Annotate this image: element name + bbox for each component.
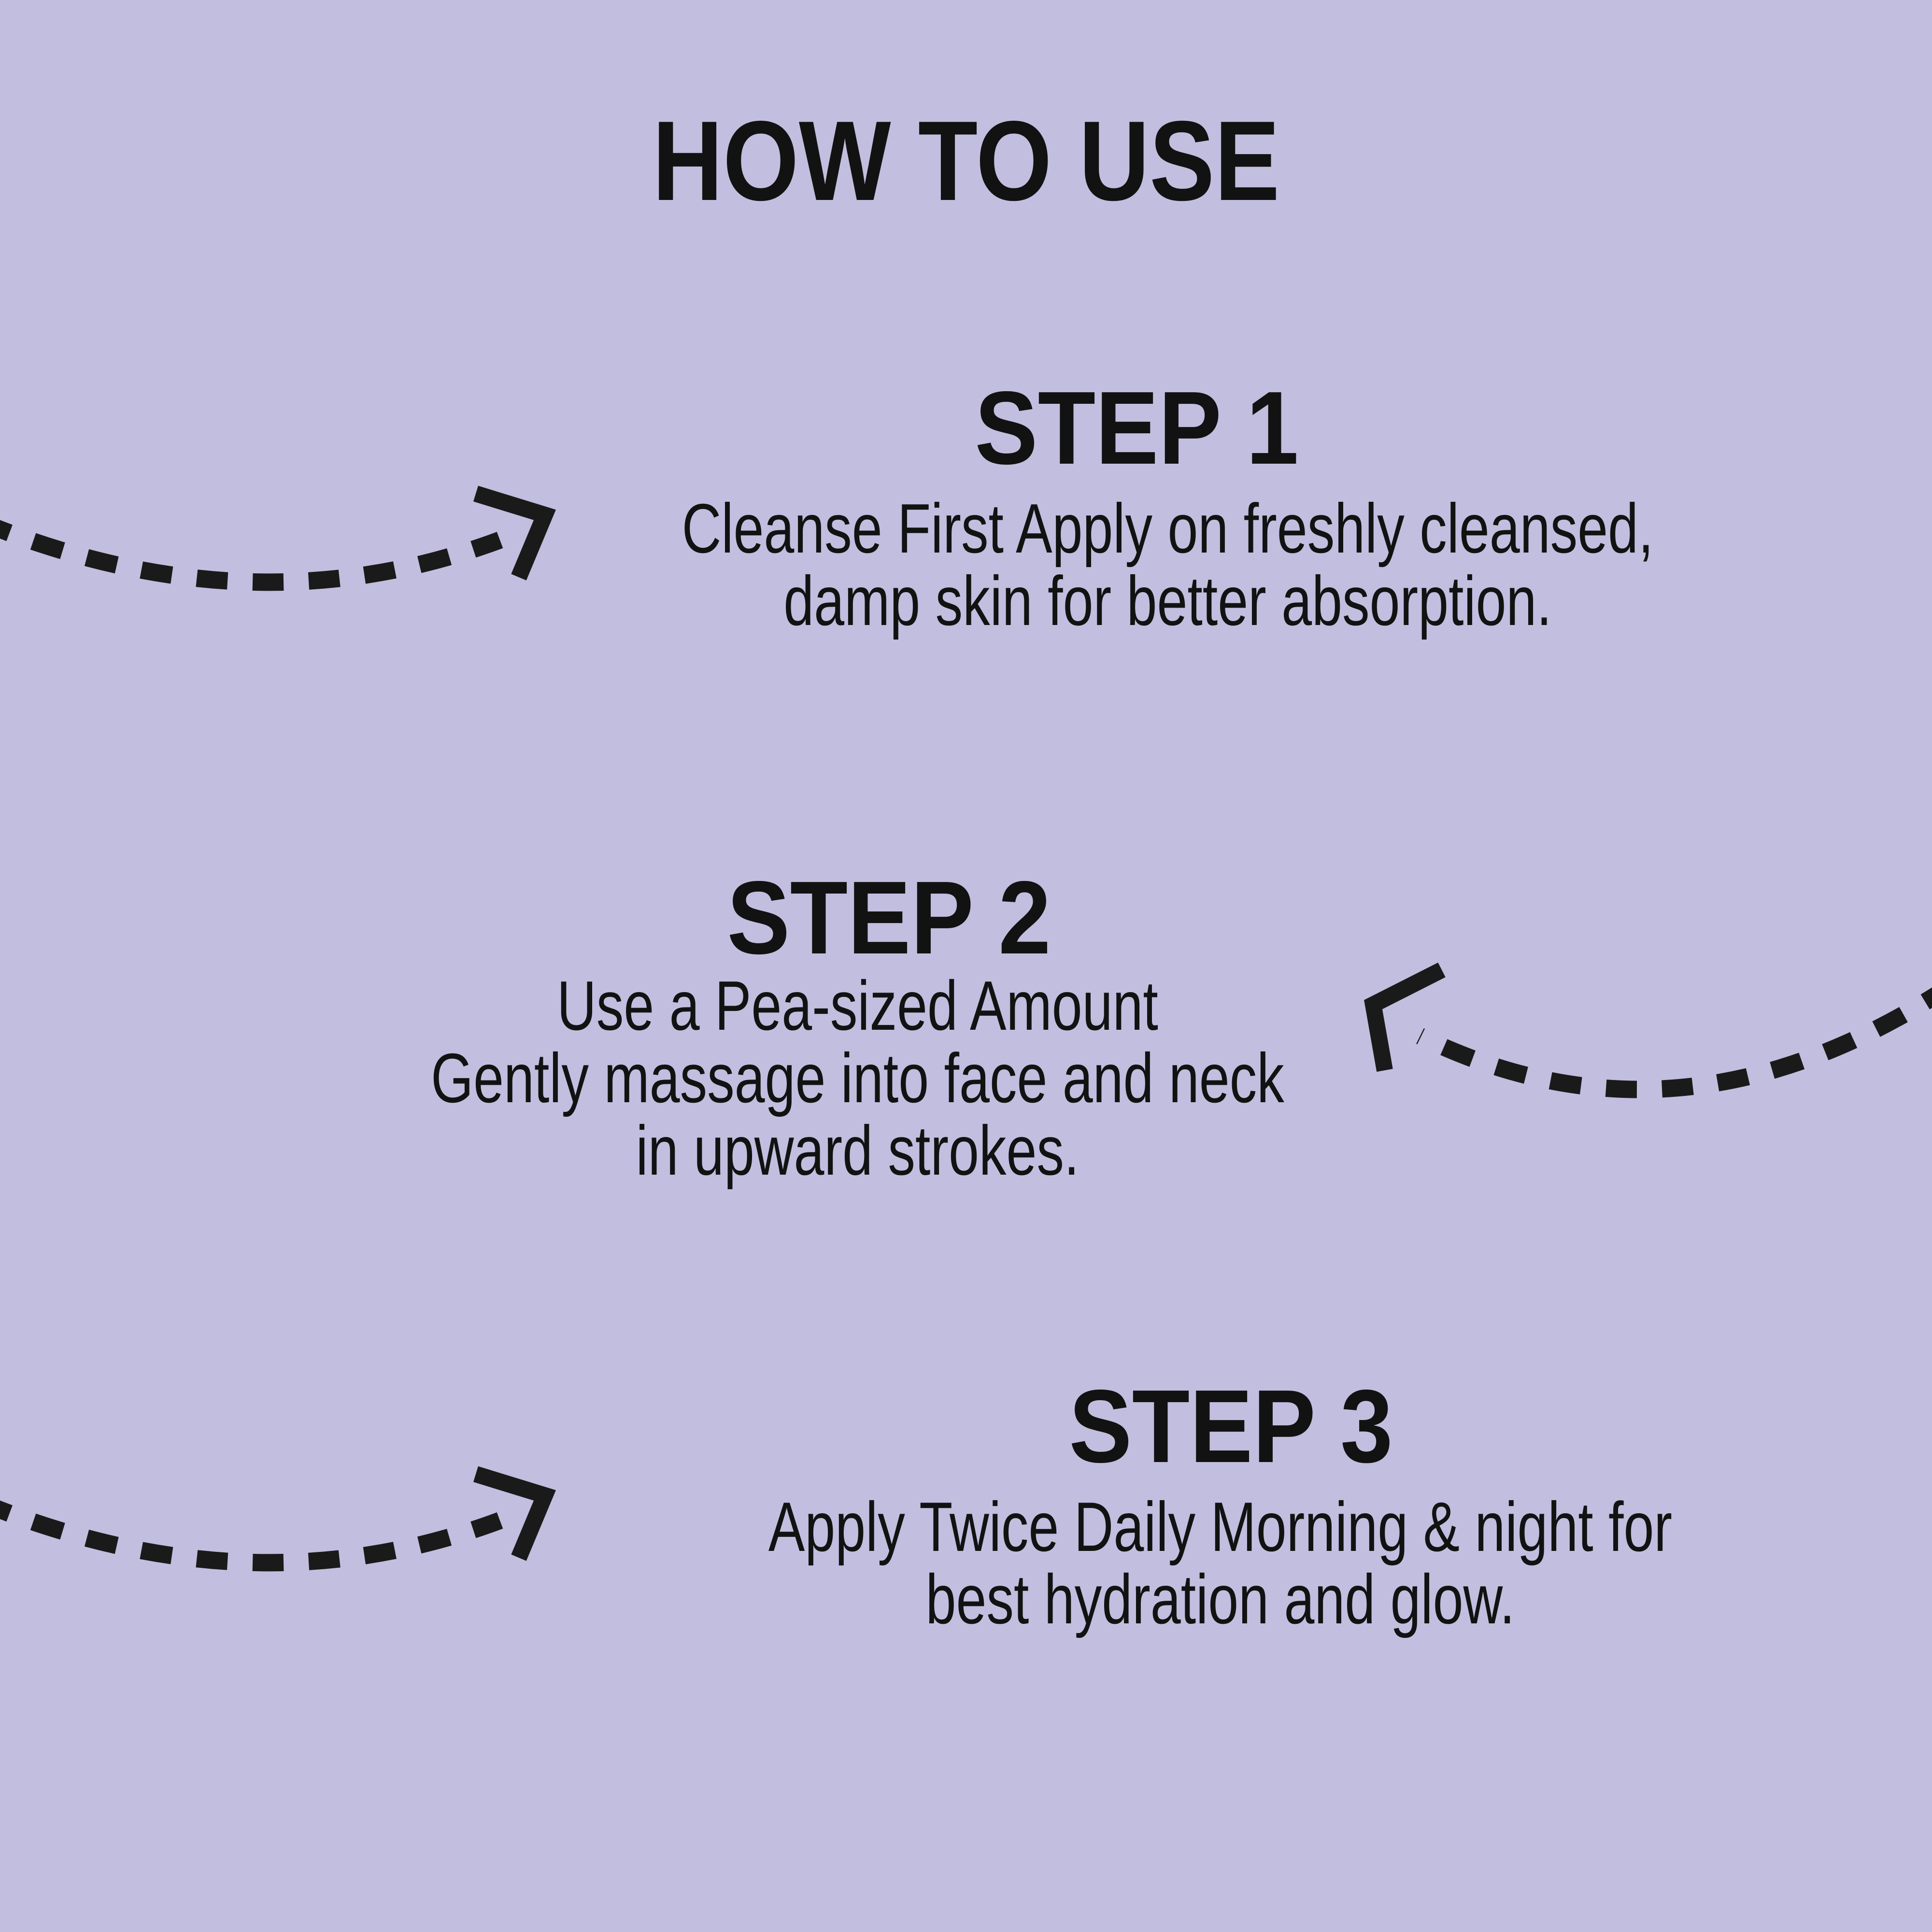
step1-line1: Cleanse First Apply on freshly cleansed,: [682, 489, 1654, 568]
step1-heading: STEP 1: [412, 376, 1861, 480]
dashed-arrow-step3-icon: [0, 1466, 556, 1572]
step2-line3: in upward strokes.: [636, 1111, 1079, 1190]
step2-heading-text: STEP 2: [726, 859, 1051, 976]
step3-heading: STEP 3: [506, 1374, 1932, 1478]
step3-line1: Apply Twice Daily Morning & night for: [768, 1488, 1672, 1566]
page-title-text: HOW TO USE: [652, 97, 1280, 224]
step3-description: Apply Twice Daily Morning & night for be…: [496, 1491, 1932, 1635]
step1-heading-text: STEP 1: [974, 369, 1299, 486]
step2-description: Use a Pea-sized Amount Gently massage in…: [133, 969, 1582, 1187]
step1-line2: damp skin for better absorption.: [783, 562, 1552, 640]
page-title: HOW TO USE: [0, 104, 1932, 217]
step3-heading-text: STEP 3: [1068, 1368, 1393, 1484]
step2-heading: STEP 2: [164, 866, 1613, 969]
step2-line2: Gently massage into face and neck: [430, 1039, 1284, 1117]
step2-line1: Use a Pea-sized Amount: [556, 966, 1158, 1045]
step1-description: Cleanse First Apply on freshly cleansed,…: [443, 492, 1892, 637]
step3-line2: best hydration and glow.: [925, 1560, 1515, 1638]
